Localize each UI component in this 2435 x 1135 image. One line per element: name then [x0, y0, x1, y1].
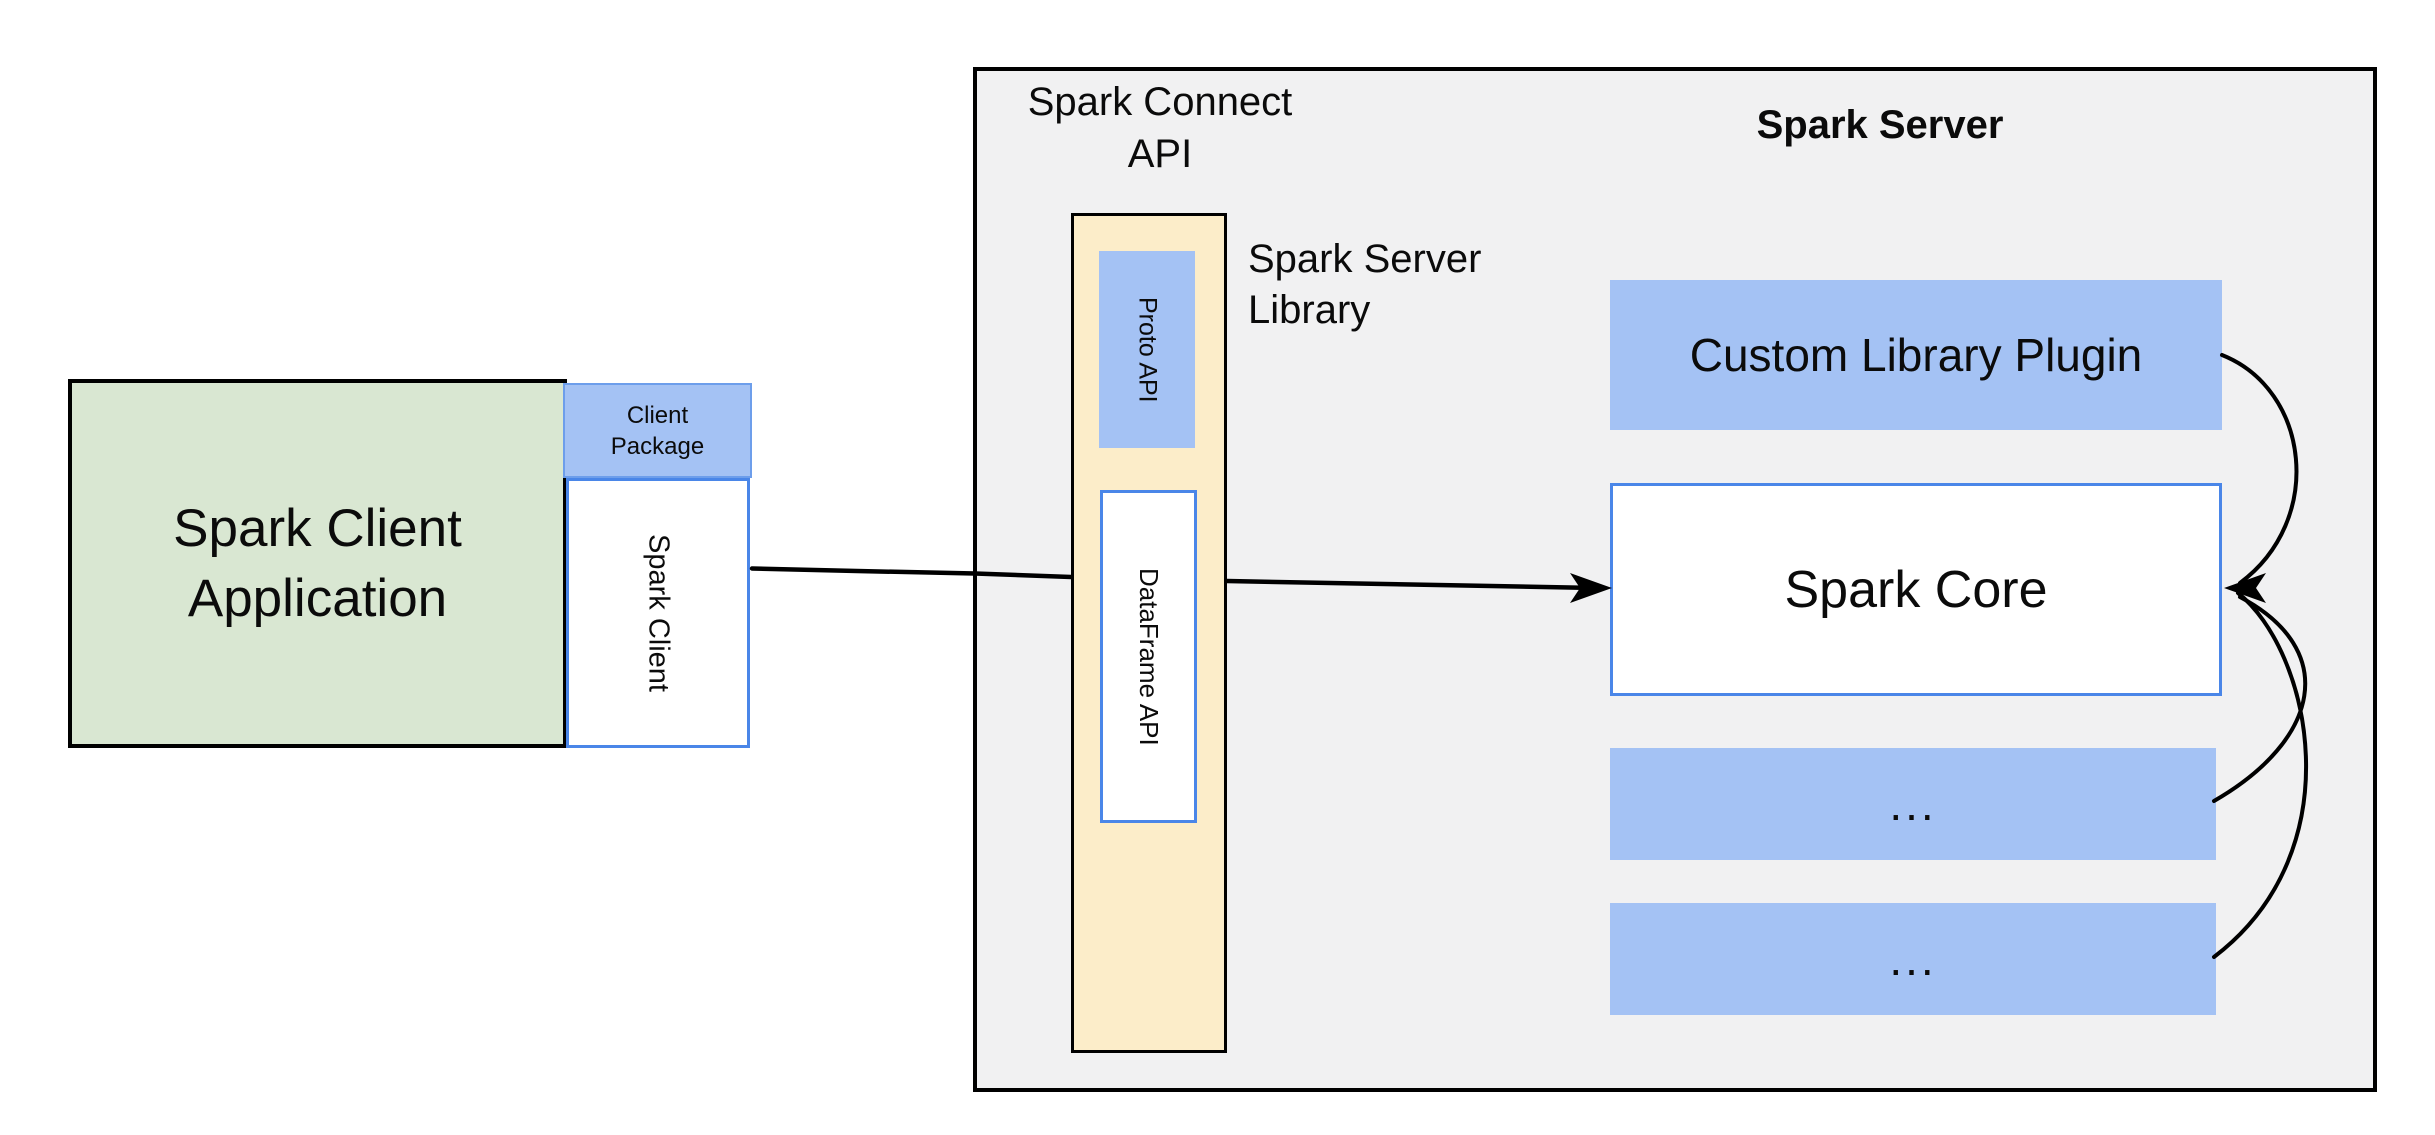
spark-server-title: Spark Server — [1756, 103, 2004, 147]
spark-server-library-label-line2: Library — [1248, 288, 1371, 332]
spark-client-box: Spark Client — [566, 478, 750, 748]
spark-client-application-label: Spark Client Application — [173, 494, 462, 634]
spark-core-label: Spark Core — [1784, 560, 2048, 619]
more-plugins-box-bottom: ... — [1610, 903, 2216, 1015]
client-package-label-line1: Client — [626, 401, 689, 429]
proto-api-box: Proto API — [1099, 251, 1195, 448]
custom-library-plugin-label: Custom Library Plugin — [1689, 329, 2143, 381]
spark-connect-api-label-line1: Spark Connect — [1027, 80, 1293, 124]
more-plugins-box-top: ... — [1610, 748, 2216, 860]
client-package-label: Client Package — [611, 400, 704, 462]
spark-server-library-label-line1: Spark Server — [1248, 237, 1482, 281]
proto-api-label: Proto API — [1133, 296, 1162, 403]
client-package-box: Client Package — [563, 383, 752, 478]
more-plugins-bottom-label: ... — [1889, 933, 1937, 985]
spark-client-application-box: Spark Client Application — [68, 379, 567, 748]
client-package-label-line2: Package — [610, 432, 705, 460]
more-plugins-top-label: ... — [1889, 778, 1937, 830]
spark-core-box: Spark Core — [1610, 483, 2222, 696]
spark-server-library-label: Spark Server Library — [1248, 234, 1578, 336]
spark-client-label: Spark Client — [642, 534, 675, 692]
custom-library-plugin-box: Custom Library Plugin — [1610, 280, 2222, 430]
dataframe-api-label: DataFrame API — [1134, 567, 1164, 746]
spark-connect-api-label: Spark Connect API — [960, 76, 1360, 180]
spark-client-application-label-line2: Application — [187, 568, 448, 628]
spark-connect-api-label-line2: API — [1127, 132, 1193, 176]
dataframe-api-box: DataFrame API — [1100, 490, 1197, 823]
spark-client-application-label-line1: Spark Client — [173, 498, 462, 558]
